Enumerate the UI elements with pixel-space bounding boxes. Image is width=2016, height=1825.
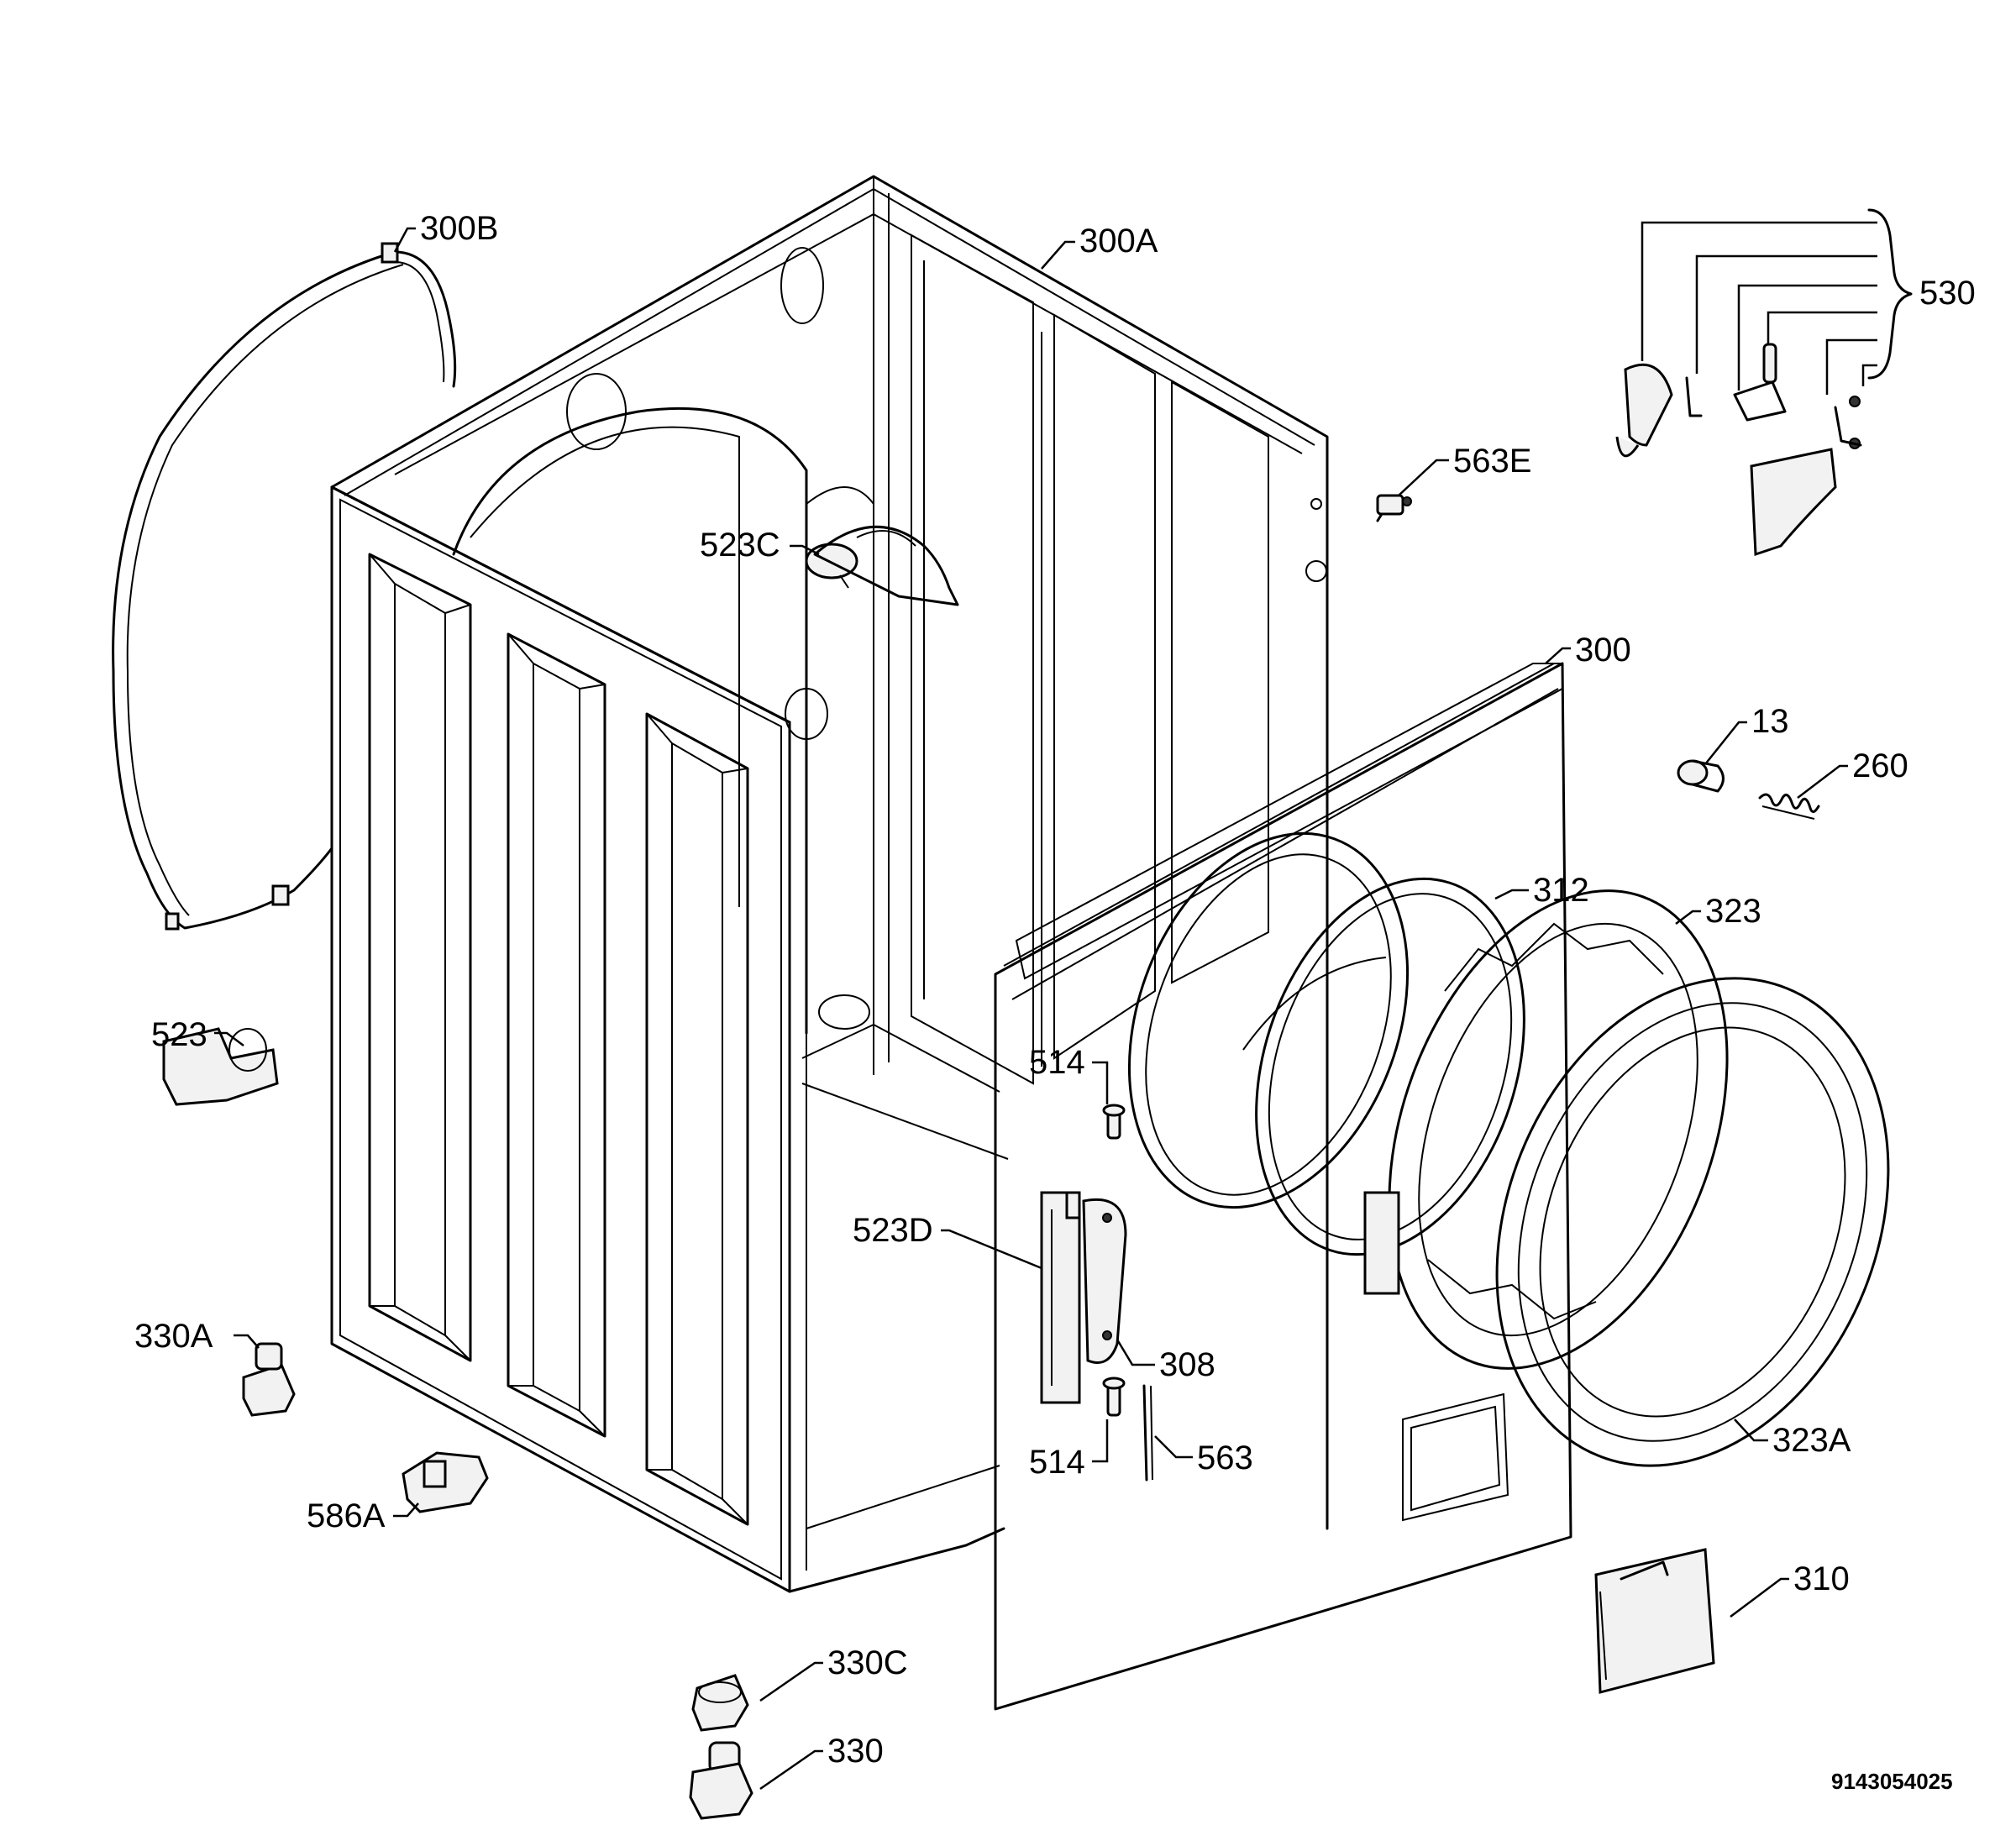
label-330: 330 — [827, 1733, 884, 1770]
bracket-586A[interactable] — [402, 1451, 489, 1513]
hinge-523D[interactable] — [1040, 1191, 1081, 1404]
label-523: 523 — [151, 1016, 207, 1053]
foot-330A[interactable] — [242, 1342, 296, 1417]
label-330A: 330A — [134, 1318, 213, 1355]
label-523C: 523C — [700, 527, 780, 564]
spring-260[interactable] — [1758, 793, 1820, 820]
label-323A: 323A — [1772, 1422, 1851, 1459]
filter-flap-310[interactable] — [1594, 1548, 1715, 1694]
rod-563[interactable] — [1142, 1384, 1153, 1482]
label-323: 323 — [1705, 893, 1761, 930]
pin-514-lower[interactable] — [1102, 1377, 1126, 1417]
door-glass-312[interactable] — [1210, 844, 1569, 1289]
label-330C: 330C — [827, 1644, 908, 1681]
label-300A: 300A — [1079, 223, 1158, 260]
side-panel-recess-1 — [368, 553, 472, 1362]
cabinet-300A[interactable] — [330, 175, 1329, 1593]
part-labels: 300B 300A 530 563E 523C 300 13 260 312 3… — [134, 210, 1976, 1794]
side-panel-recess-3 — [645, 712, 749, 1526]
label-308: 308 — [1159, 1346, 1215, 1383]
door-lock-kit-530[interactable] — [1615, 208, 1913, 557]
side-panel-recess-2 — [507, 632, 606, 1438]
label-586A: 586A — [307, 1497, 386, 1534]
label-523D: 523D — [853, 1212, 933, 1249]
foot-330C[interactable] — [691, 1674, 749, 1732]
foot-330[interactable] — [689, 1741, 753, 1820]
inner-door-frame-323[interactable] — [1327, 844, 1788, 1416]
label-563: 563 — [1197, 1440, 1253, 1476]
label-530: 530 — [1919, 275, 1976, 312]
label-310: 310 — [1793, 1560, 1850, 1597]
bushing-13[interactable] — [1677, 759, 1725, 793]
label-563E: 563E — [1453, 443, 1531, 480]
hinge-plate-308[interactable] — [1082, 1198, 1127, 1364]
outer-door-ring-323A[interactable] — [1427, 919, 1959, 1524]
label-300B: 300B — [420, 210, 498, 247]
label-312: 312 — [1533, 872, 1589, 909]
label-514-lower: 514 — [1029, 1444, 1085, 1481]
drawing-code: 9143054025 — [1831, 1769, 1953, 1794]
label-300: 300 — [1575, 632, 1631, 669]
bracket-523C[interactable] — [805, 525, 959, 606]
label-13: 13 — [1751, 703, 1789, 740]
pin-514-upper[interactable] — [1102, 1104, 1126, 1140]
label-260: 260 — [1852, 747, 1908, 784]
label-514-upper: 514 — [1029, 1044, 1085, 1081]
rear-gasket-300B[interactable] — [112, 242, 457, 931]
leader-lines — [214, 227, 1848, 1791]
bracket-523[interactable] — [162, 1027, 279, 1106]
clip-563E[interactable] — [1376, 494, 1412, 522]
front-panel-300[interactable] — [994, 662, 1572, 1711]
